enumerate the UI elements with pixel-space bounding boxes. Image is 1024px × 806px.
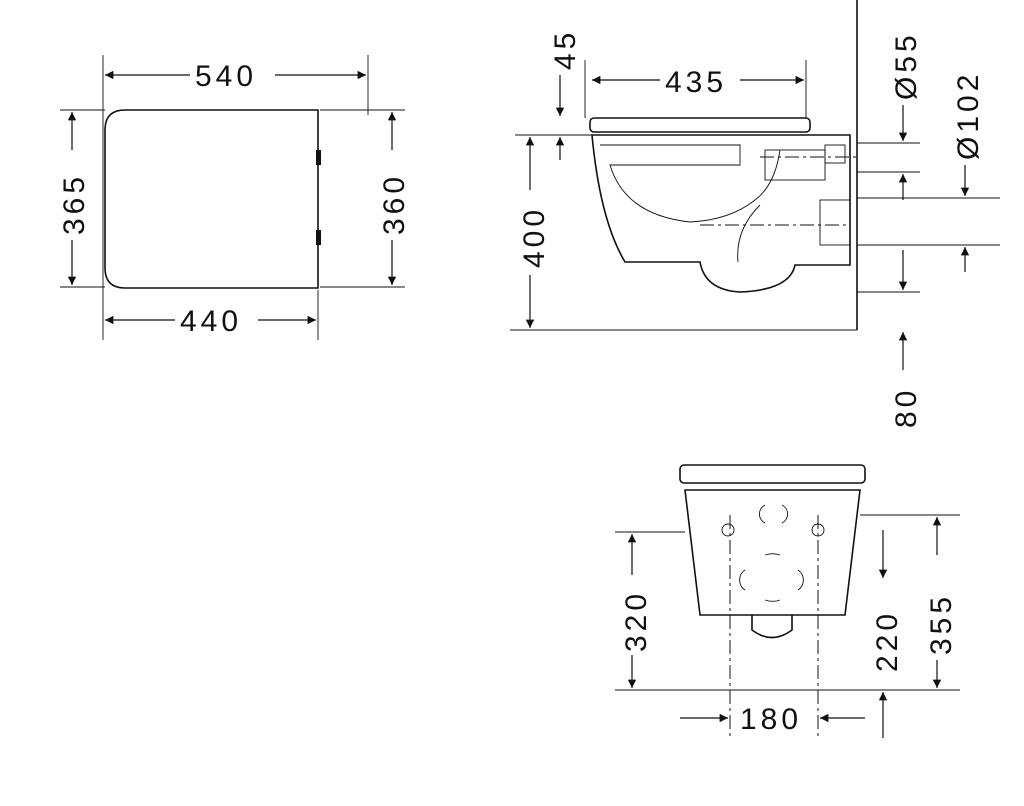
dim-440: 440 xyxy=(180,305,242,338)
dim-45: 45 xyxy=(549,29,582,70)
dim-540: 540 xyxy=(195,60,257,93)
dim-435: 435 xyxy=(665,66,727,99)
seat-outline xyxy=(104,109,319,289)
bowl-profile xyxy=(591,134,851,293)
dim-400: 400 xyxy=(518,206,551,268)
dim-360: 360 xyxy=(378,173,411,235)
front-seat xyxy=(679,464,866,484)
dim-320: 320 xyxy=(620,590,653,652)
hinge xyxy=(316,230,321,245)
dim-355: 355 xyxy=(925,593,958,655)
front-view: 320 220 355 180 xyxy=(615,464,960,740)
front-bowl xyxy=(684,489,861,616)
dim-220: 220 xyxy=(871,610,904,672)
dim-80: 80 xyxy=(890,387,923,428)
dim-365: 365 xyxy=(58,173,91,235)
hinge xyxy=(316,150,321,165)
dim-180: 180 xyxy=(740,703,802,736)
seat-lid xyxy=(589,117,811,133)
top-view: 540 365 360 440 xyxy=(58,55,411,340)
dim-diameter-102: Ø102 xyxy=(952,71,985,160)
side-view: 435 45 400 Ø55 Ø102 80 xyxy=(510,0,1000,428)
dim-diameter-55: Ø55 xyxy=(890,31,923,100)
